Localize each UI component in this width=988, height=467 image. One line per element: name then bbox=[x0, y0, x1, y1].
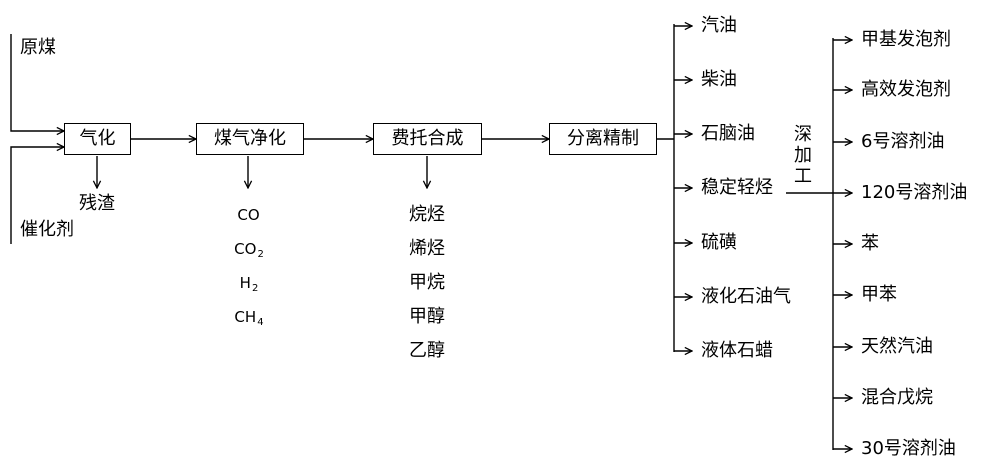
deep-product: 甲苯 bbox=[861, 284, 897, 305]
synthesis-product: 甲烷 bbox=[409, 272, 445, 293]
separated-product: 液体石蜡 bbox=[701, 340, 773, 361]
coal-feed-line bbox=[10, 34, 64, 131]
separated-product: 液化石油气 bbox=[701, 286, 791, 307]
separated-product: 石脑油 bbox=[701, 123, 755, 144]
deep-product: 高效发泡剂 bbox=[861, 79, 951, 100]
input-catalyst: 催化剂 bbox=[20, 219, 74, 240]
box-separation: 分离精制 bbox=[549, 123, 657, 155]
box-gas-cleaning: 煤气净化 bbox=[196, 123, 304, 155]
deep-product: 30号溶剂油 bbox=[861, 438, 956, 459]
byproduct-slag: 残渣 bbox=[79, 193, 115, 214]
separated-product: 汽油 bbox=[701, 15, 737, 36]
synthesis-product: 乙醇 bbox=[409, 340, 445, 361]
box-ft-synthesis: 费托合成 bbox=[373, 123, 482, 155]
box-gasification: 气化 bbox=[64, 123, 131, 155]
synthesis-product: 甲醇 bbox=[409, 306, 445, 327]
separated-product: 稳定轻烃 bbox=[701, 177, 773, 198]
gas-component: CO2 bbox=[234, 240, 264, 260]
gas-component: CO bbox=[237, 206, 260, 224]
deep-product: 混合戊烷 bbox=[861, 387, 933, 408]
catalyst-feed-line bbox=[10, 147, 64, 244]
deep-product: 甲基发泡剂 bbox=[861, 29, 951, 50]
deep-product: 120号溶剂油 bbox=[861, 182, 968, 203]
synthesis-product: 烯烃 bbox=[409, 238, 445, 259]
deep-product: 苯 bbox=[861, 233, 879, 254]
separated-product: 柴油 bbox=[701, 69, 737, 90]
separated-product: 硫磺 bbox=[701, 232, 737, 253]
gas-component: CH4 bbox=[234, 308, 264, 328]
deep-product: 6号溶剂油 bbox=[861, 131, 945, 152]
deep-processing-label: 深加工 bbox=[794, 124, 812, 187]
deep-product: 天然汽油 bbox=[861, 336, 933, 357]
input-coal: 原煤 bbox=[20, 37, 56, 58]
synthesis-product: 烷烃 bbox=[409, 204, 445, 225]
gas-component: H2 bbox=[239, 274, 259, 294]
